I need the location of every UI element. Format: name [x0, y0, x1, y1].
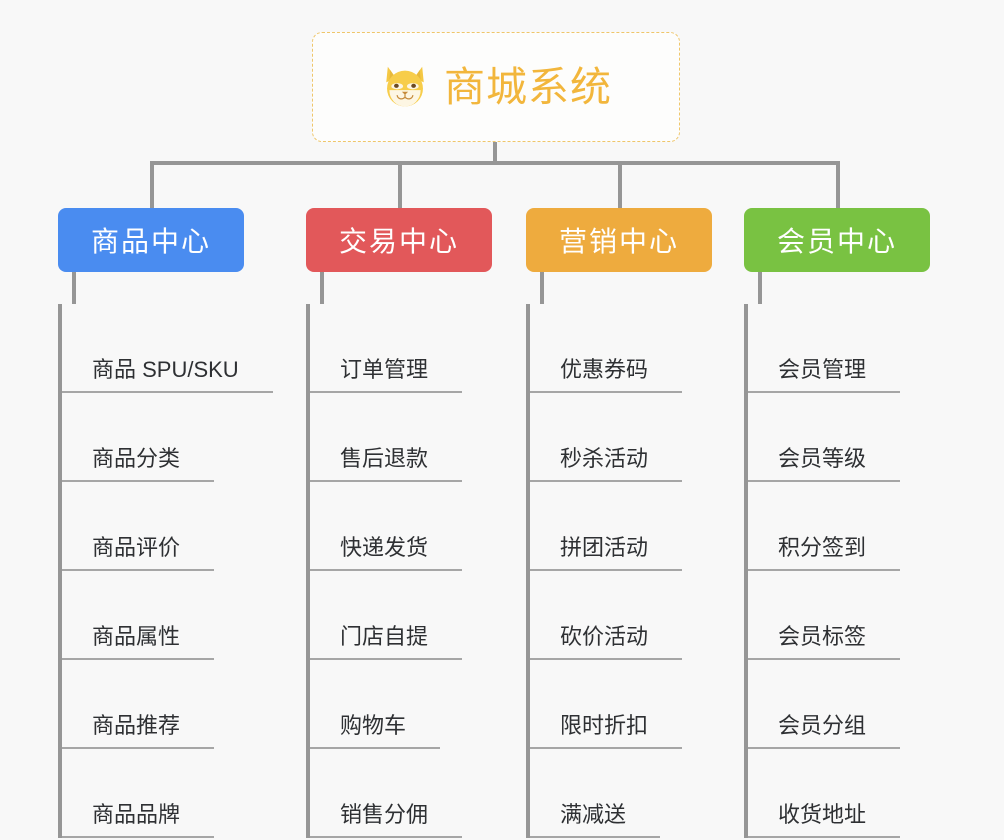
leaf-item[interactable]: 优惠券码 [530, 304, 712, 393]
connector-drop-2 [398, 161, 402, 209]
leaf-item[interactable]: 商品分类 [62, 393, 244, 482]
leaf-item[interactable]: 秒杀活动 [530, 393, 712, 482]
leaf-label: 商品品牌 [62, 804, 215, 838]
leaf-label: 售后退款 [310, 448, 463, 482]
leaf-label: 商品属性 [62, 626, 215, 660]
leaf-item[interactable]: 购物车 [310, 660, 492, 749]
branch-header-1[interactable]: 商品中心 [58, 208, 244, 272]
leaf-label: 订单管理 [310, 359, 463, 393]
leaf-label: 快递发货 [310, 537, 463, 571]
connector-drop-1 [150, 161, 154, 209]
branch-column-2: 交易中心 订单管理 售后退款 快递发货 门店自提 购物车 销售分佣 [306, 208, 492, 838]
leaf-label: 商品评价 [62, 537, 215, 571]
leaf-item[interactable]: 商品推荐 [62, 660, 244, 749]
branch-column-1: 商品中心 商品 SPU/SKU 商品分类 商品评价 商品属性 商品推荐 商品品牌 [58, 208, 273, 838]
branch-column-4: 会员中心 会员管理 会员等级 积分签到 会员标签 会员分组 收货地址 [744, 208, 930, 838]
leaf-item[interactable]: 商品属性 [62, 571, 244, 660]
leaf-label: 购物车 [310, 715, 441, 749]
connector-drop-3 [618, 161, 622, 209]
shiba-dog-face-icon [386, 66, 424, 109]
leaf-item[interactable]: 门店自提 [310, 571, 492, 660]
branch-leaf-list-2: 订单管理 售后退款 快递发货 门店自提 购物车 销售分佣 [306, 304, 492, 838]
connector-root-stem [493, 142, 497, 164]
leaf-label: 满减送 [530, 804, 661, 838]
leaf-label: 限时折扣 [530, 715, 683, 749]
branch-stem-3 [540, 272, 544, 304]
branch-stem-4 [758, 272, 762, 304]
branch-leaf-list-3: 优惠券码 秒杀活动 拼团活动 砍价活动 限时折扣 满减送 [526, 304, 712, 838]
leaf-item[interactable]: 会员标签 [748, 571, 930, 660]
leaf-label: 会员标签 [748, 626, 901, 660]
leaf-item[interactable]: 会员等级 [748, 393, 930, 482]
leaf-item[interactable]: 商品 SPU/SKU [62, 304, 273, 393]
branch-column-3: 营销中心 优惠券码 秒杀活动 拼团活动 砍价活动 限时折扣 满减送 [526, 208, 712, 838]
leaf-item[interactable]: 商品评价 [62, 482, 244, 571]
leaf-label: 会员等级 [748, 448, 901, 482]
branch-leaf-list-1: 商品 SPU/SKU 商品分类 商品评价 商品属性 商品推荐 商品品牌 [58, 304, 273, 838]
leaf-label: 会员分组 [748, 715, 901, 749]
root-title: 商城系统 [444, 63, 612, 110]
leaf-item[interactable]: 售后退款 [310, 393, 492, 482]
connector-drop-4 [836, 161, 840, 209]
branch-header-3[interactable]: 营销中心 [526, 208, 712, 272]
leaf-label: 积分签到 [748, 537, 901, 571]
leaf-item[interactable]: 销售分佣 [310, 749, 492, 838]
leaf-item[interactable]: 会员分组 [748, 660, 930, 749]
leaf-item[interactable]: 商品品牌 [62, 749, 244, 838]
branch-leaf-list-4: 会员管理 会员等级 积分签到 会员标签 会员分组 收货地址 [744, 304, 930, 838]
leaf-item[interactable]: 快递发货 [310, 482, 492, 571]
leaf-item[interactable]: 限时折扣 [530, 660, 712, 749]
leaf-label: 商品 SPU/SKU [62, 359, 273, 393]
leaf-label: 会员管理 [748, 359, 901, 393]
root-node[interactable]: 商城系统 [312, 32, 680, 142]
leaf-item[interactable]: 会员管理 [748, 304, 930, 393]
leaf-label: 秒杀活动 [530, 448, 683, 482]
leaf-label: 优惠券码 [530, 359, 683, 393]
branch-stem-1 [72, 272, 76, 304]
branch-header-2[interactable]: 交易中心 [306, 208, 492, 272]
leaf-label: 拼团活动 [530, 537, 683, 571]
connector-horizontal-bar [150, 161, 840, 165]
leaf-item[interactable]: 满减送 [530, 749, 712, 838]
leaf-label: 收货地址 [748, 804, 901, 838]
branch-header-4[interactable]: 会员中心 [744, 208, 930, 272]
leaf-item[interactable]: 积分签到 [748, 482, 930, 571]
leaf-label: 砍价活动 [530, 626, 683, 660]
leaf-item[interactable]: 订单管理 [310, 304, 492, 393]
leaf-item[interactable]: 砍价活动 [530, 571, 712, 660]
leaf-label: 门店自提 [310, 626, 463, 660]
leaf-label: 商品分类 [62, 448, 215, 482]
leaf-label: 销售分佣 [310, 804, 463, 838]
leaf-label: 商品推荐 [62, 715, 215, 749]
leaf-item[interactable]: 拼团活动 [530, 482, 712, 571]
branch-stem-2 [320, 272, 324, 304]
leaf-item[interactable]: 收货地址 [748, 749, 930, 838]
